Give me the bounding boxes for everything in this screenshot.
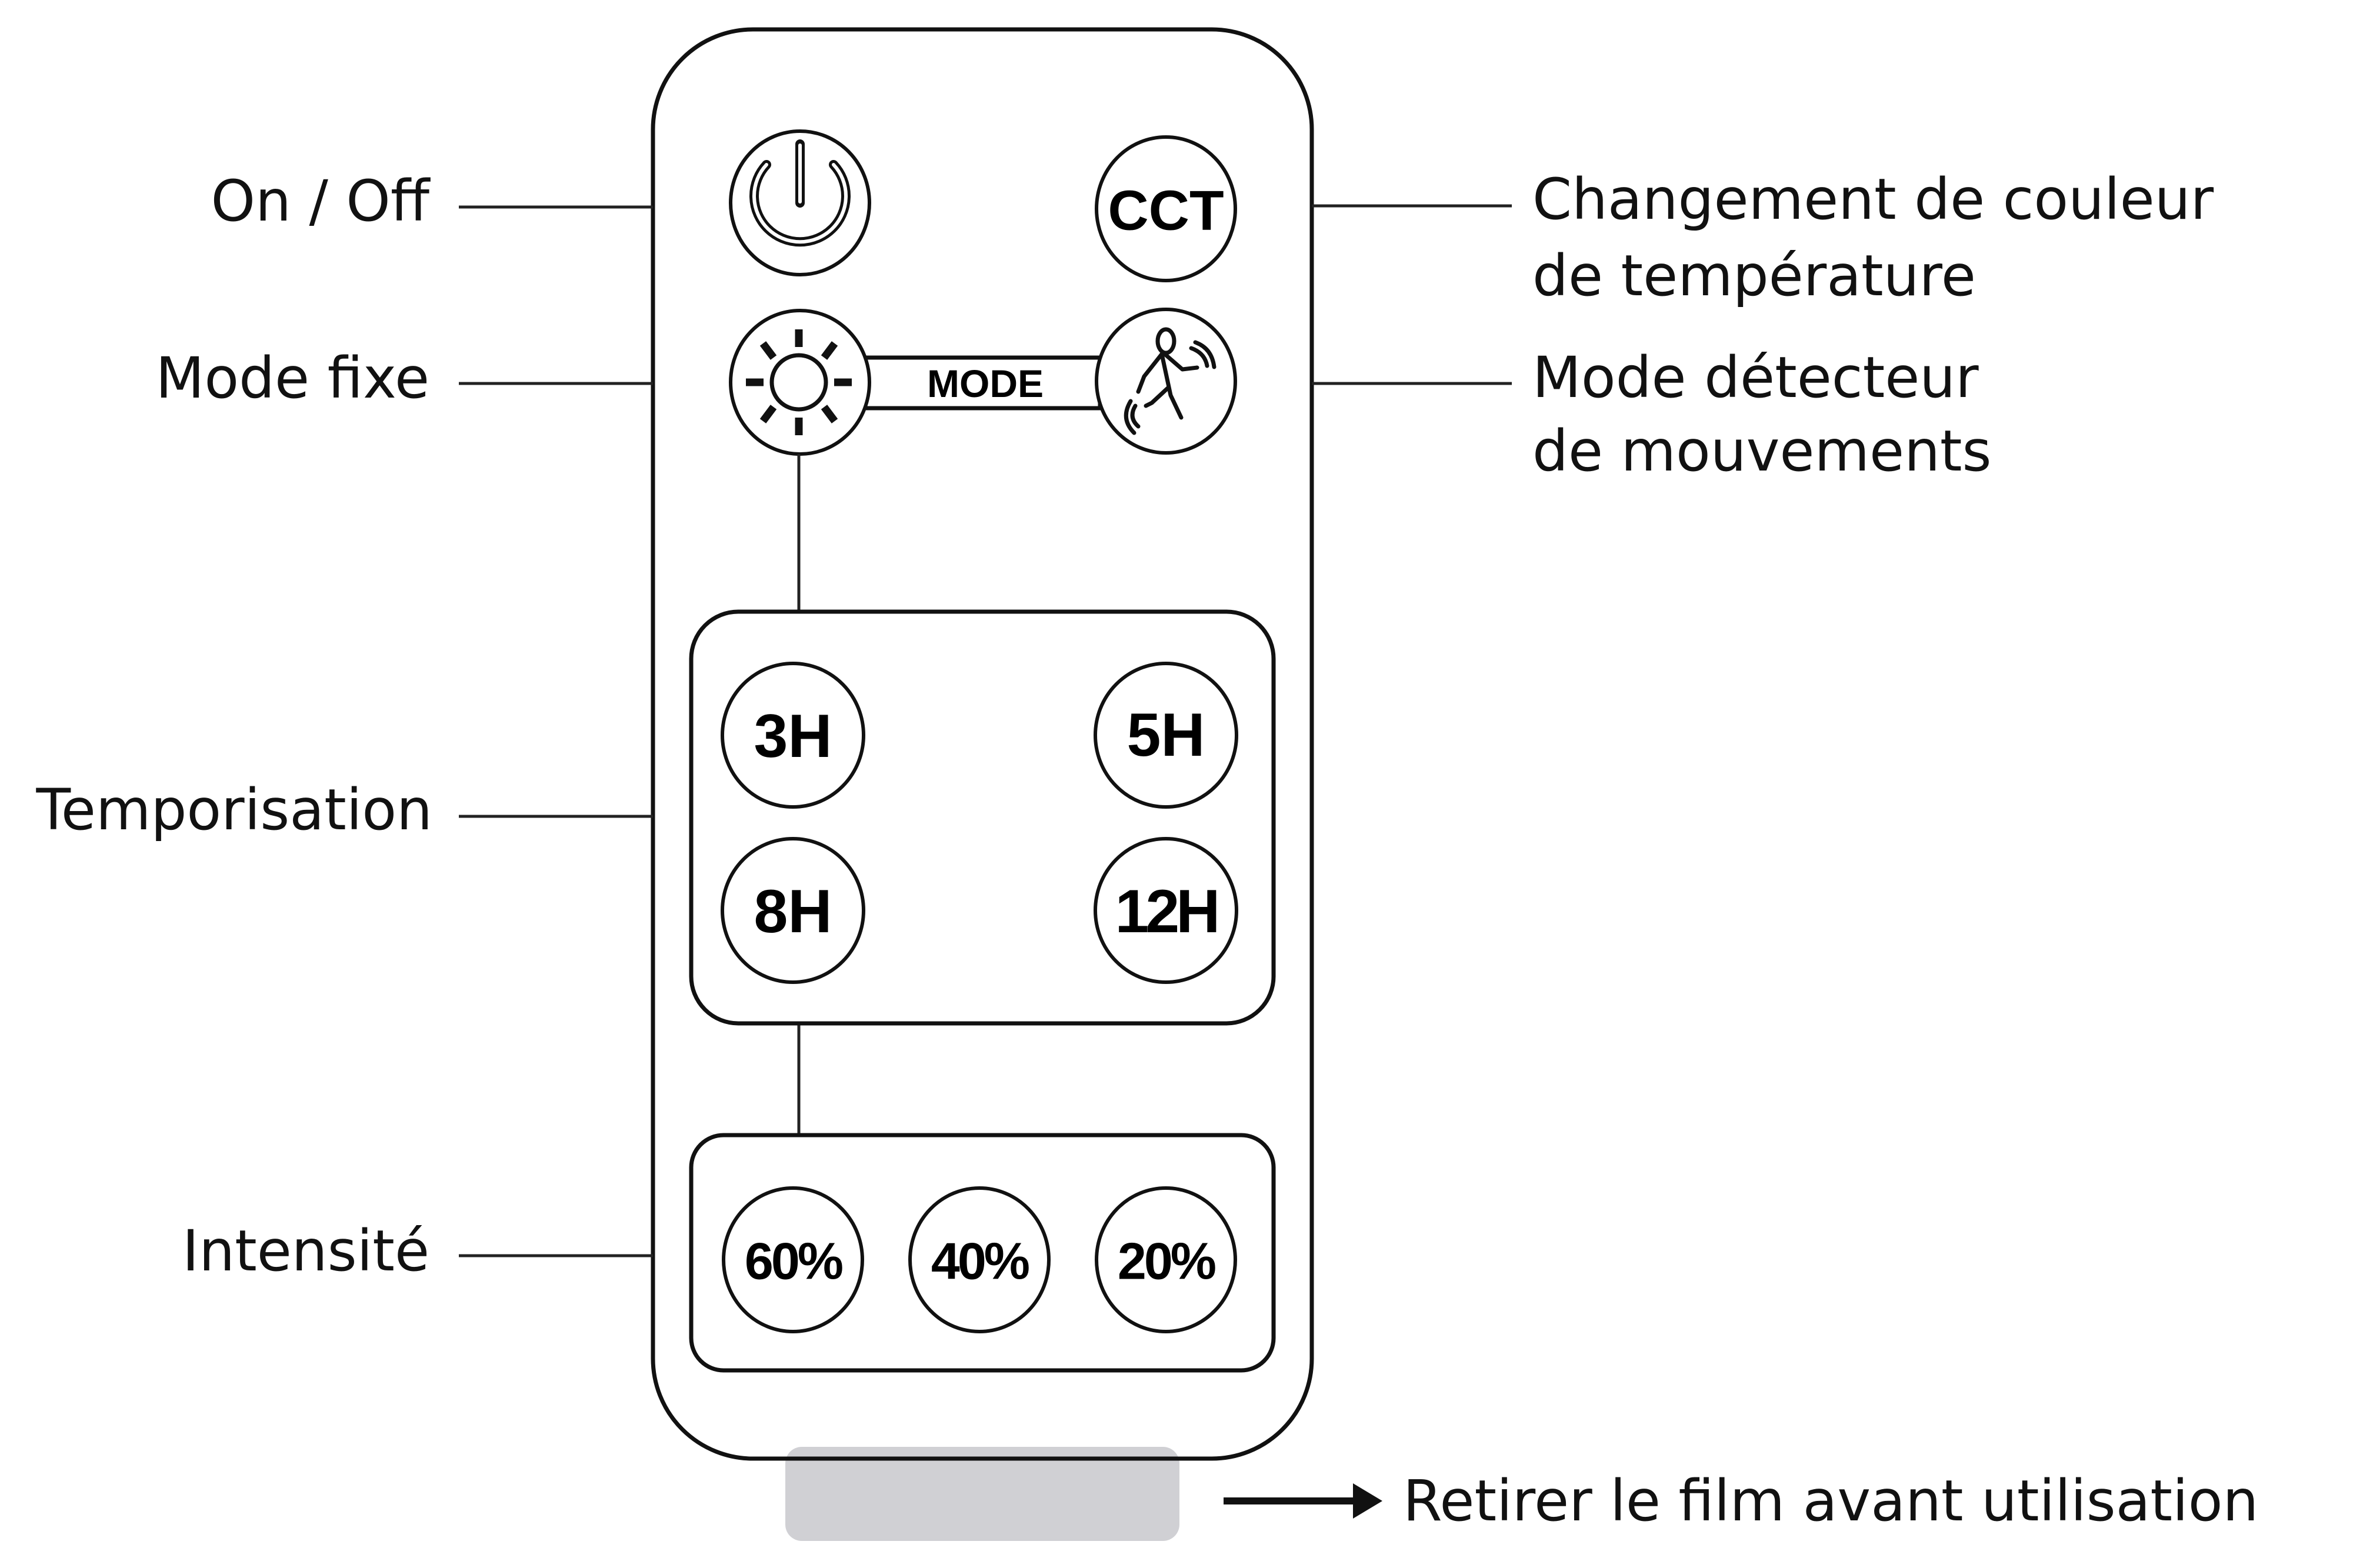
timer-button[interactable]: 3H: [721, 662, 865, 809]
arrow-right-icon: [1224, 1483, 1382, 1519]
intensity-button[interactable]: 40%: [908, 1186, 1051, 1333]
timer-button-label: 3H: [754, 702, 832, 770]
timer-group: [689, 609, 1276, 1026]
intensity-button-label: 60%: [745, 1232, 842, 1290]
intensity-button-label: 40%: [931, 1232, 1029, 1290]
fixed-mode-button[interactable]: [729, 309, 871, 456]
motion-mode-button[interactable]: [1095, 308, 1237, 455]
sun-icon: [746, 329, 852, 435]
timer-button[interactable]: 12H: [1094, 837, 1238, 984]
mode-bar-label: MODE: [927, 362, 1044, 405]
intensity-button[interactable]: 60%: [722, 1186, 864, 1333]
power-button[interactable]: [729, 129, 871, 276]
battery-film-tab[interactable]: [785, 1447, 1179, 1541]
intensity-group: [689, 1133, 1276, 1373]
label-cct-line1: Changement de couleur: [1532, 166, 2214, 232]
footer-note: Retirer le film avant utilisation: [1403, 1468, 2258, 1534]
intensity-button-label: 20%: [1118, 1232, 1215, 1290]
label-motion-line1: Mode détecteur: [1532, 345, 1979, 411]
timer-button-label: 5H: [1127, 701, 1205, 769]
remote-body: [651, 27, 1314, 1461]
power-icon: [749, 139, 851, 247]
label-on-off: On / Off: [211, 168, 431, 234]
timer-button[interactable]: 5H: [1094, 662, 1238, 809]
intensity-button[interactable]: 20%: [1095, 1186, 1237, 1333]
label-cct-line2: de température: [1532, 243, 1976, 309]
cct-button[interactable]: CCT: [1095, 135, 1237, 282]
cct-button-label: CCT: [1108, 179, 1224, 242]
timer-button-label: 8H: [754, 878, 832, 946]
label-intensite: Intensité: [182, 1218, 429, 1284]
label-motion-line2: de mouvements: [1532, 418, 1992, 484]
label-temporisation: Temporisation: [36, 777, 432, 843]
running-person-motion-icon: [1124, 327, 1217, 435]
label-mode-fixe: Mode fixe: [156, 345, 429, 411]
timer-button-label: 12H: [1115, 878, 1217, 946]
timer-button[interactable]: 8H: [721, 837, 865, 984]
